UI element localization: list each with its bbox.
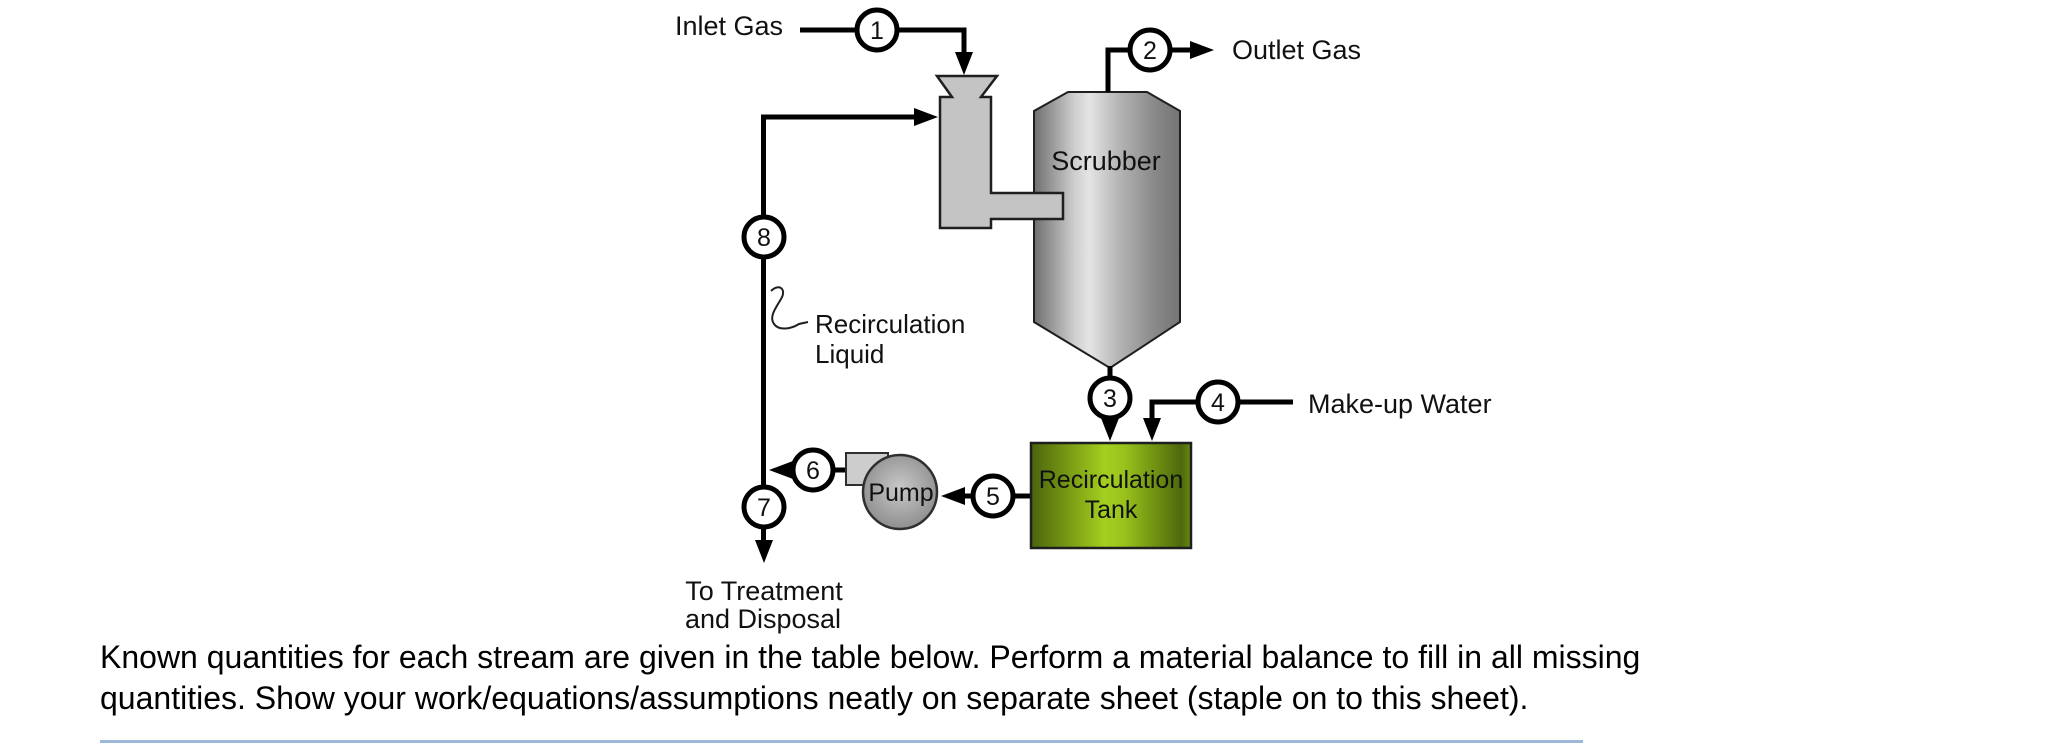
outlet-gas-label: Outlet Gas xyxy=(1232,35,1361,65)
stream-5-arrowhead xyxy=(941,487,965,505)
stream-3-badge xyxy=(1087,375,1133,421)
scrubber-vessel xyxy=(1033,91,1181,370)
recirculation-liquid-label-line2: Liquid xyxy=(815,339,884,369)
leader-squiggle xyxy=(770,286,809,330)
table-top-rule xyxy=(100,740,1583,743)
caption-line1: Known quantities for each stream are giv… xyxy=(100,639,1640,675)
inlet-gas-label: Inlet Gas xyxy=(675,11,783,41)
recirculation-tank-label-line2: Tank xyxy=(1085,496,1138,524)
stream-6-arrowhead xyxy=(769,461,793,479)
recirculation-tank-label-line1: Recirculation xyxy=(1039,466,1184,494)
stream-5-number: 5 xyxy=(986,483,1000,511)
stream-5-badge xyxy=(970,473,1016,519)
to-treatment-label-line2: and Disposal xyxy=(685,604,841,634)
make-up-water-label: Make-up Water xyxy=(1308,389,1492,419)
stream-4-arrowhead xyxy=(1143,418,1161,441)
to-treatment-label-line1: To Treatment xyxy=(685,576,843,606)
scrubber-label: Scrubber xyxy=(1051,146,1161,176)
recirculation-liquid-label-line1: Recirculation xyxy=(815,309,965,339)
stream-8-number: 8 xyxy=(757,224,771,252)
stream-6-badge xyxy=(790,447,836,493)
stream-4-line xyxy=(1149,399,1293,420)
stream-8-arrowhead xyxy=(914,108,938,126)
stream-2-arrowhead xyxy=(1190,41,1214,59)
pump-housing xyxy=(861,453,939,531)
stream-1-arrowhead xyxy=(955,52,973,75)
stream-2-number: 2 xyxy=(1143,37,1157,65)
stream-7-badge xyxy=(741,484,787,530)
stream-4-badge xyxy=(1195,379,1241,425)
quench-inlet-duct xyxy=(934,74,1065,230)
recirculation-tank xyxy=(1029,441,1193,550)
pump-label: Pump xyxy=(868,479,933,507)
stream-3-arrowhead xyxy=(1101,418,1119,441)
stream-8-badge xyxy=(741,214,787,260)
stream-1-number: 1 xyxy=(870,17,884,45)
stream-4-number: 4 xyxy=(1211,389,1225,417)
stream-7-number: 7 xyxy=(757,494,771,522)
stream-7-arrowhead xyxy=(755,540,773,563)
stream-6-number: 6 xyxy=(806,457,820,485)
stream-8-line xyxy=(761,114,916,542)
stream-3-number: 3 xyxy=(1103,385,1117,413)
stream-1-badge xyxy=(854,7,900,53)
caption-line2: quantities. Show your work/equations/ass… xyxy=(100,680,1528,716)
stream-2-badge xyxy=(1127,27,1173,73)
